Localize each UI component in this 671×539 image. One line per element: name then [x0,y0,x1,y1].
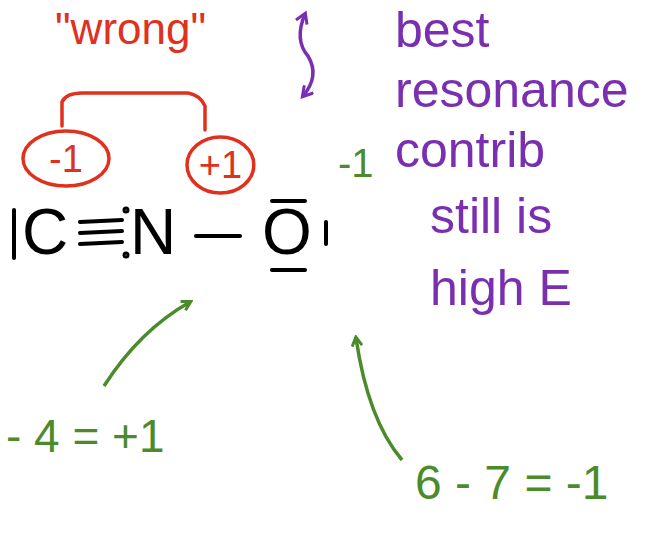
charge-text: -1 [20,140,112,178]
note-text: still is high E [430,180,655,324]
atom-symbol: C [22,200,68,264]
pointer-arrow [356,338,402,460]
atom-symbol: O [262,200,312,264]
charge-circle: +1 [184,134,257,196]
charge-circle: -1 [20,128,112,189]
formal-charge-calc: 6 - 7 = -1 [415,455,608,510]
formal-charge-calc: - 4 = +1 [6,410,165,463]
atom-symbol: N [130,200,176,264]
charge-text: +1 [184,146,257,184]
resonance-arrow [300,14,313,96]
note-text: best resonance contrib [395,0,660,180]
note-text: "wrong" [55,4,206,55]
molecule-bonds [14,201,326,270]
bracket [62,93,205,130]
charge-label: -1 [338,140,374,186]
pointer-arrow [104,302,190,386]
